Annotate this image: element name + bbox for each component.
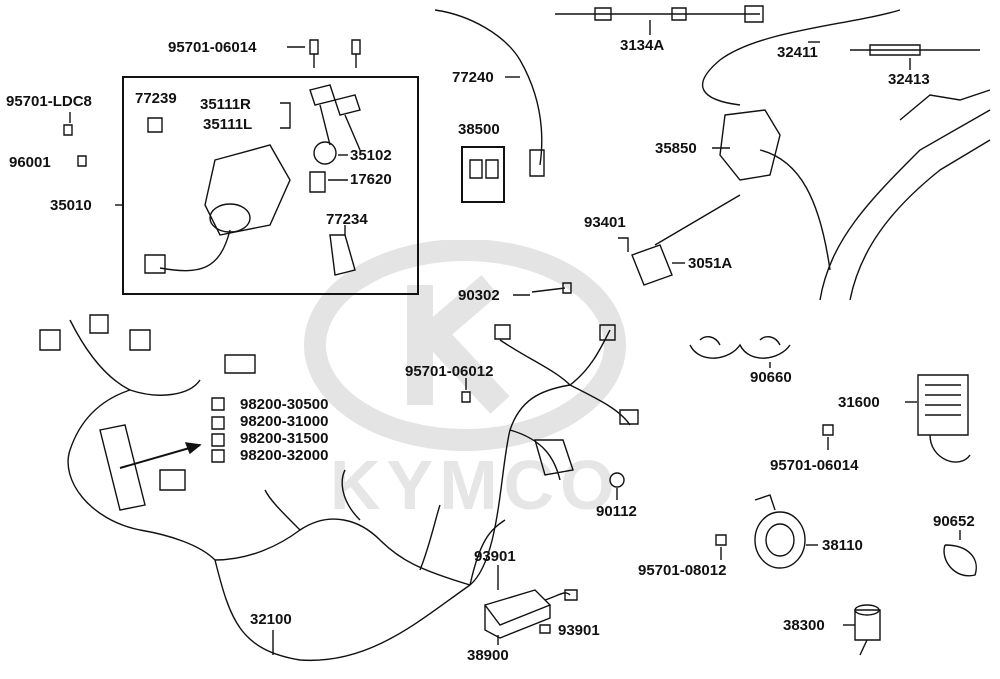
- label-32411: 32411: [777, 44, 818, 61]
- label-31600: 31600: [838, 394, 880, 411]
- label-93901-lower: 93901: [558, 622, 600, 639]
- label-98200-31000: 98200-31000: [240, 413, 329, 430]
- label-95701-06014-top: 95701-06014: [168, 39, 257, 56]
- label-77240: 77240: [452, 69, 494, 86]
- kymco-logo-watermark: [304, 240, 626, 451]
- label-38500: 38500: [458, 121, 500, 138]
- label-96001: 96001: [9, 154, 51, 171]
- label-90302: 90302: [458, 287, 500, 304]
- label-77234: 77234: [326, 211, 368, 228]
- label-38900: 38900: [467, 647, 509, 664]
- label-32100: 32100: [250, 611, 292, 628]
- label-98200-30500: 98200-30500: [240, 396, 329, 413]
- watermark-brand-text: KYMCO: [330, 446, 621, 524]
- label-38110: 38110: [822, 537, 863, 554]
- label-38300: 38300: [783, 617, 825, 634]
- label-98200-32000: 98200-32000: [240, 447, 329, 464]
- label-95701-06014-right: 95701-06014: [770, 457, 859, 474]
- label-35010: 35010: [50, 197, 92, 214]
- label-93901-upper: 93901: [474, 548, 516, 565]
- ignition-kit-frame: [122, 76, 419, 295]
- label-17620: 17620: [350, 171, 392, 188]
- label-77239: 77239: [135, 90, 177, 107]
- label-95701-08012: 95701-08012: [638, 562, 727, 579]
- label-32413: 32413: [888, 71, 930, 88]
- label-93401: 93401: [584, 214, 626, 231]
- label-98200-31500: 98200-31500: [240, 430, 329, 447]
- label-3051A: 3051A: [688, 255, 733, 272]
- label-3134A: 3134A: [620, 37, 665, 54]
- label-35850: 35850: [655, 140, 697, 157]
- label-90112: 90112: [596, 503, 637, 520]
- label-35111R: 35111R: [200, 96, 251, 113]
- label-90652: 90652: [933, 513, 975, 530]
- label-95701-06012: 95701-06012: [405, 363, 494, 380]
- label-35111L: 35111L: [203, 116, 253, 133]
- label-95701-LDC8: 95701-LDC8: [6, 93, 92, 110]
- label-90660: 90660: [750, 369, 792, 386]
- label-35102: 35102: [350, 147, 392, 164]
